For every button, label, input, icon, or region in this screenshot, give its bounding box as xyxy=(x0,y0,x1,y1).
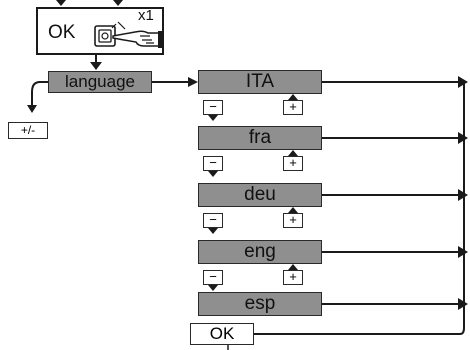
language-to-ita-arrow-icon xyxy=(188,77,198,87)
down-step-arrow-icon xyxy=(208,171,218,177)
down-step-arrow-icon xyxy=(208,228,218,234)
language-back-curve xyxy=(31,81,48,108)
option-ita[interactable]: ITA xyxy=(198,70,322,94)
option-fra[interactable]: fra xyxy=(198,126,322,150)
minus-button[interactable]: − xyxy=(203,100,223,115)
option-eng[interactable]: eng xyxy=(198,240,322,264)
up-step-arrow-icon xyxy=(288,150,298,156)
ok-loop-line xyxy=(254,82,465,335)
down-arrow-icon xyxy=(90,62,102,70)
option-deu[interactable]: deu xyxy=(198,183,322,207)
left-down-arrow-icon xyxy=(27,105,37,113)
plus-button[interactable]: + xyxy=(283,100,303,115)
top-left-arrow-icon xyxy=(56,0,66,6)
minus-button[interactable]: − xyxy=(203,156,223,171)
minus-button[interactable]: − xyxy=(203,213,223,228)
plus-button[interactable]: + xyxy=(283,270,303,285)
plus-button[interactable]: + xyxy=(283,213,303,228)
option-esp[interactable]: esp xyxy=(198,292,322,316)
minus-button[interactable]: − xyxy=(203,270,223,285)
up-step-arrow-icon xyxy=(288,264,298,270)
ok-label: OK xyxy=(48,22,76,43)
top-right-arrow-icon xyxy=(113,0,123,6)
up-step-arrow-icon xyxy=(288,94,298,100)
language-menu-item[interactable]: language xyxy=(48,71,152,93)
down-step-arrow-icon xyxy=(208,115,218,121)
press-count-label: x1 xyxy=(138,7,154,24)
confirm-ok-button[interactable]: OK xyxy=(190,323,254,345)
plus-minus-button[interactable]: +/- xyxy=(8,122,48,139)
plus-button[interactable]: + xyxy=(283,156,303,171)
down-step-arrow-icon xyxy=(208,285,218,291)
up-step-arrow-icon xyxy=(288,207,298,213)
